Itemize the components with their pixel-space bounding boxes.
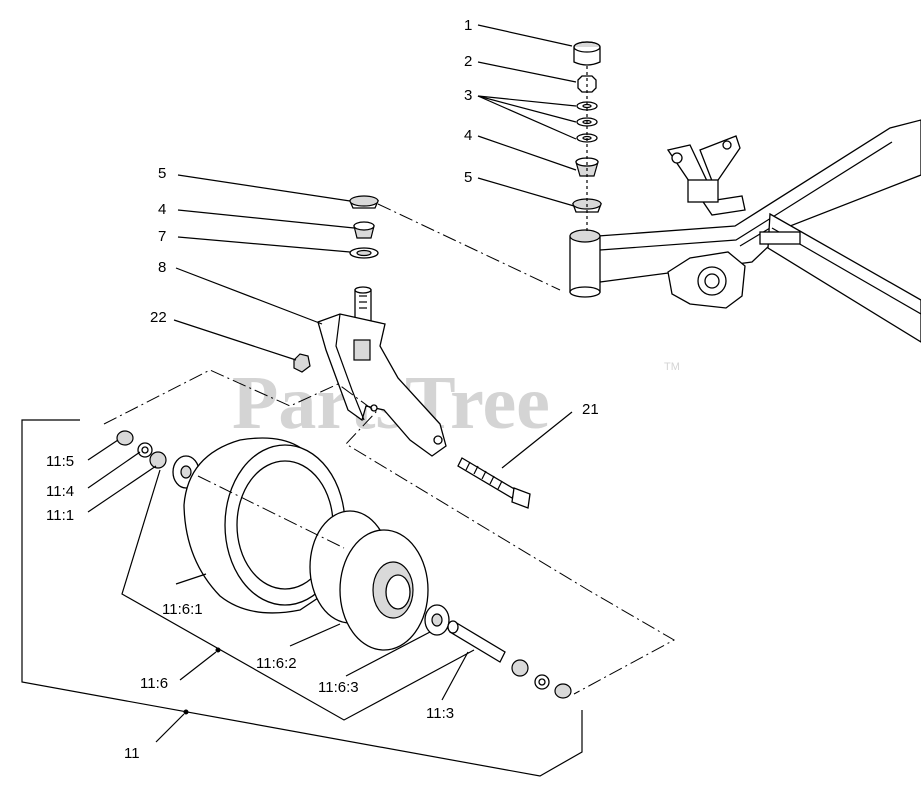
callout-11-6-2: 11:6:2 <box>256 655 297 672</box>
yoke-stack <box>293 195 447 457</box>
callout-21: 21 <box>582 401 599 418</box>
frame-assembly <box>569 119 921 343</box>
callout-3: 3 <box>464 87 472 104</box>
callout-11-3: 11:3 <box>426 705 454 722</box>
callout-2: 2 <box>464 53 472 70</box>
callout-1: 1 <box>464 17 472 34</box>
centre-lines <box>103 203 676 695</box>
callout-4-upper: 4 <box>464 127 472 144</box>
callout-11-6: 11:6 <box>140 675 168 692</box>
callout-11-6-1: 11:6:1 <box>162 601 203 618</box>
callout-11-1: 11:1 <box>46 507 74 524</box>
callout-11-6-3: 11:6:3 <box>318 679 359 696</box>
callout-11-4: 11:4 <box>46 483 74 500</box>
watermark-trademark: TM <box>664 361 680 373</box>
callout-7: 7 <box>158 228 166 245</box>
wheel-assembly <box>116 430 572 699</box>
leader-lines <box>21 24 583 777</box>
callout-labels: 1 2 3 4 5 5 4 7 8 22 21 11:5 11:4 11:1 1… <box>46 17 599 762</box>
callout-22: 22 <box>150 309 167 326</box>
callout-4-lower: 4 <box>158 201 166 218</box>
callout-11-5: 11:5 <box>46 453 74 470</box>
callout-5-upper: 5 <box>464 169 472 186</box>
spindle-stack <box>572 41 602 232</box>
bolt-21 <box>457 457 531 509</box>
callout-8: 8 <box>158 259 166 276</box>
callout-11: 11 <box>124 745 140 762</box>
callout-5-lower: 5 <box>158 165 166 182</box>
